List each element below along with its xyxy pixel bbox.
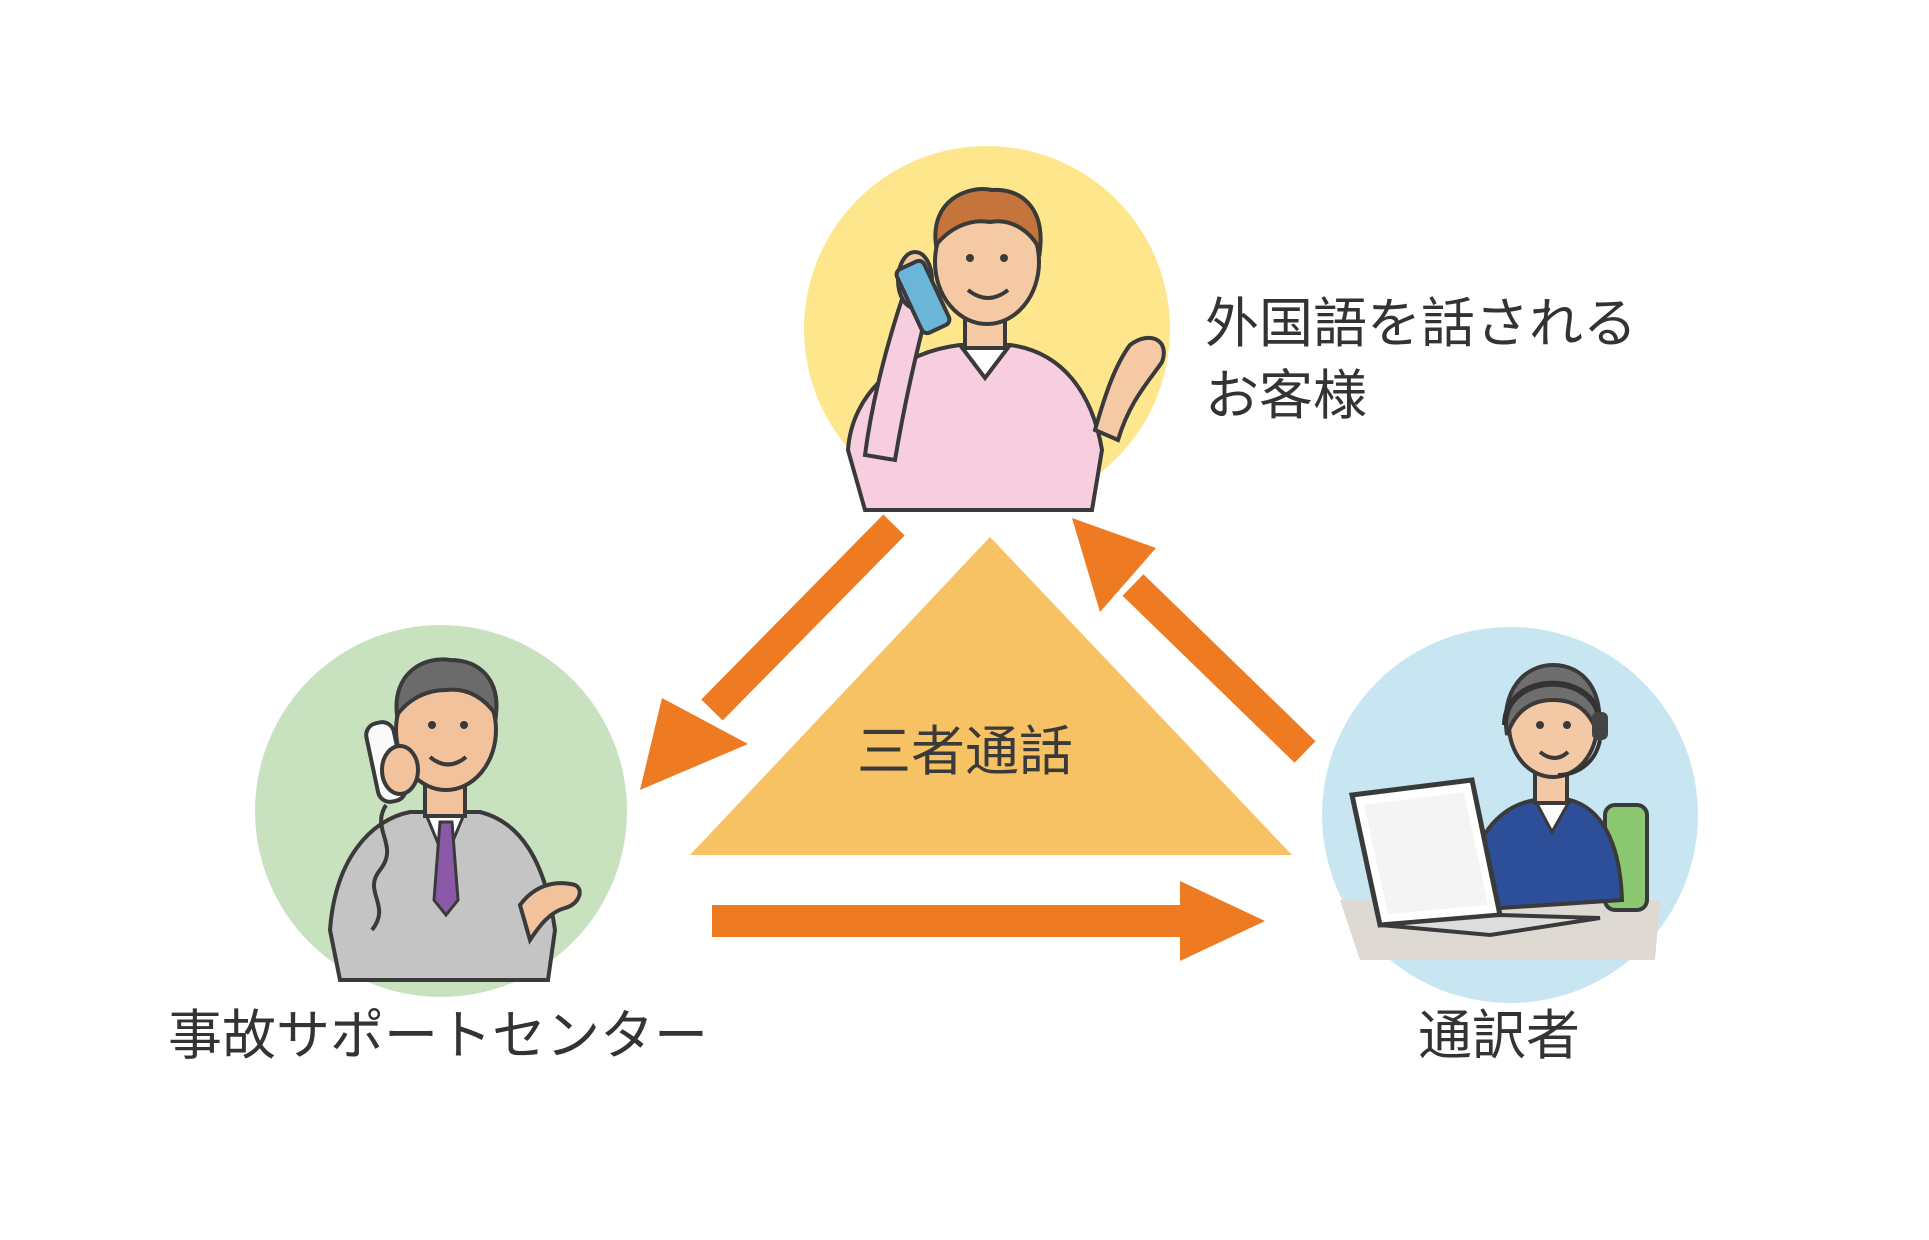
three-way-call-label: 三者通話 [857, 720, 1073, 783]
arrow-interpreter-to-customer [1072, 518, 1316, 763]
customer-label: 外国語を話される お客様 [1205, 288, 1637, 432]
arrow-support-to-interpreter [712, 881, 1265, 961]
arrow-customer-to-support [640, 514, 905, 790]
businessman-on-desk-phone-icon [327, 657, 582, 982]
interpreter-avatar-icon [1322, 627, 1698, 1003]
customer-label-line2: お客様 [1205, 364, 1367, 427]
center-triangle [690, 537, 1292, 855]
woman-with-headset-and-laptop-icon [1340, 662, 1660, 960]
support-center-label: 事故サポートセンター [168, 1004, 708, 1067]
customer-avatar-icon [804, 146, 1170, 512]
man-on-smartphone-icon [845, 187, 1166, 512]
customer-label-line1: 外国語を話される [1205, 292, 1637, 355]
interpreter-label: 通訳者 [1418, 1004, 1580, 1067]
support-center-avatar-icon [255, 625, 627, 997]
